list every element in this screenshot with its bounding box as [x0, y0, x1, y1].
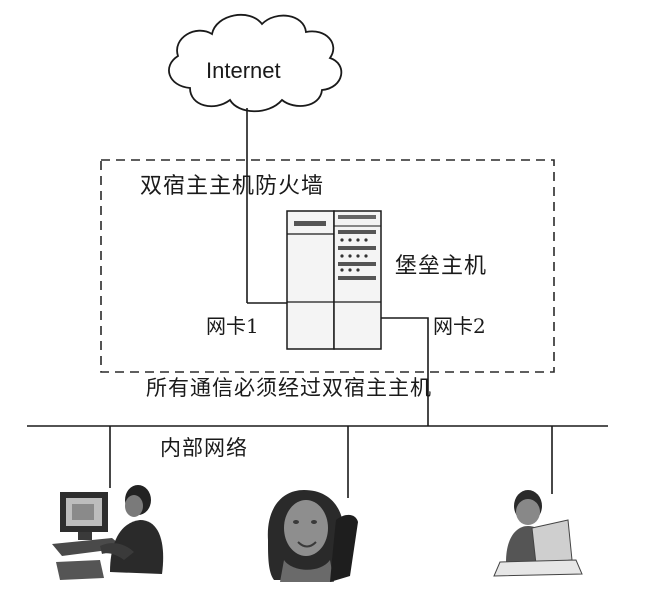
person-at-computer-icon	[52, 485, 164, 580]
firewall-boundary	[100, 159, 555, 373]
internet-label: Internet	[206, 58, 281, 83]
nic1-label: 网卡1	[206, 314, 259, 338]
server-icon	[286, 210, 382, 350]
nic2-label: 网卡2	[433, 314, 486, 338]
connection-lines	[27, 108, 608, 498]
woman-portrait-icon	[267, 490, 358, 582]
bastion-host-label: 堡垒主机	[395, 254, 488, 279]
man-at-laptop-icon	[493, 490, 583, 577]
nic2-link-line	[380, 317, 429, 426]
firewall-label: 双宿主主机防火墙	[140, 174, 325, 199]
all-traffic-label: 所有通信必须经过双宿主主机	[146, 376, 432, 400]
internal-network-label: 内部网络	[160, 436, 248, 460]
cloud-icon	[168, 14, 343, 113]
